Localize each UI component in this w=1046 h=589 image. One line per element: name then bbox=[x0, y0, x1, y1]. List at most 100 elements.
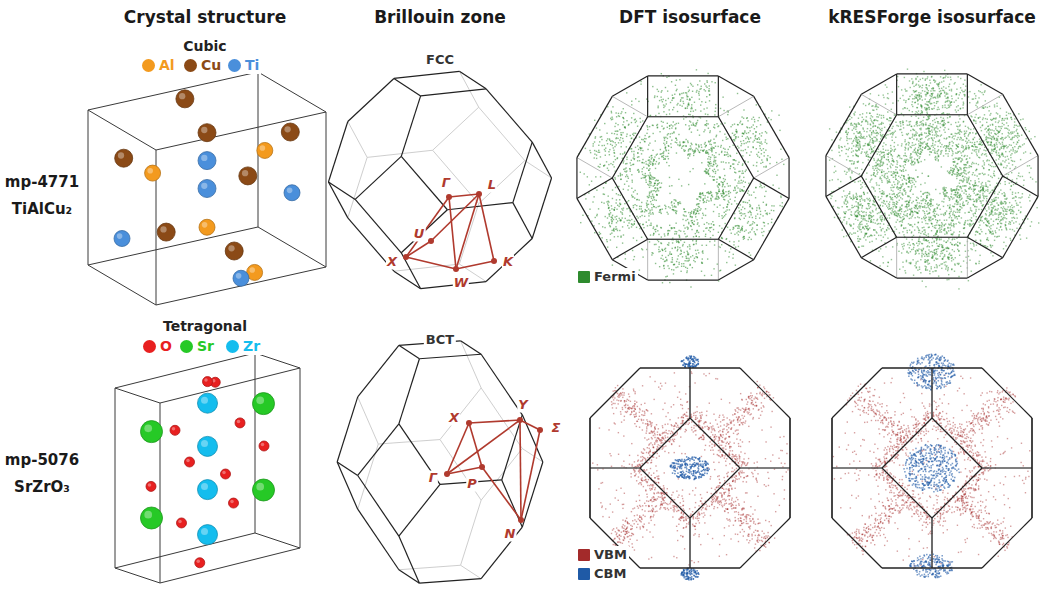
isosurface-point bbox=[614, 177, 615, 178]
isosurface-point bbox=[676, 142, 677, 143]
isosurface-point bbox=[703, 202, 704, 203]
isosurface-point bbox=[705, 208, 706, 209]
isosurface-point bbox=[611, 217, 612, 218]
isosurface-point bbox=[716, 195, 717, 196]
isosurface-point bbox=[651, 207, 652, 208]
zone-edge bbox=[394, 71, 459, 78]
zone-edge bbox=[328, 182, 347, 218]
isosurface-point bbox=[711, 275, 712, 276]
isosurface-point bbox=[693, 260, 694, 261]
isosurface-point bbox=[610, 163, 611, 164]
isosurface-point bbox=[717, 169, 718, 170]
isosurface-point bbox=[729, 209, 730, 210]
isosurface-point bbox=[601, 202, 602, 203]
isosurface-point bbox=[700, 104, 701, 105]
isosurface-point bbox=[722, 190, 723, 191]
isosurface-point bbox=[733, 241, 734, 242]
isosurface-point bbox=[663, 104, 664, 105]
isosurface-point bbox=[599, 232, 600, 233]
isosurface-point bbox=[593, 196, 594, 197]
isosurface-point bbox=[687, 99, 688, 100]
isosurface-point bbox=[616, 209, 617, 210]
isosurface-point bbox=[708, 88, 709, 89]
isosurface-point bbox=[632, 196, 633, 197]
isosurface-point bbox=[681, 97, 682, 98]
isosurface-point bbox=[694, 221, 695, 222]
isosurface-point bbox=[619, 230, 620, 231]
atom-sphere bbox=[176, 90, 194, 108]
isosurface-point bbox=[697, 149, 698, 150]
isosurface-point bbox=[667, 276, 668, 277]
isosurface-point bbox=[638, 217, 639, 218]
isosurface-point bbox=[759, 143, 760, 144]
isosurface-point bbox=[630, 165, 631, 166]
isosurface-point bbox=[585, 198, 586, 199]
isosurface-point bbox=[697, 208, 698, 209]
atom bbox=[198, 393, 218, 413]
isosurface-point bbox=[660, 187, 661, 188]
isosurface-point bbox=[761, 143, 762, 144]
atom-sphere bbox=[221, 469, 231, 479]
isosurface-point bbox=[648, 215, 649, 216]
hidden-zone-edge bbox=[348, 121, 367, 157]
isosurface-point bbox=[695, 250, 696, 251]
atom bbox=[281, 123, 299, 141]
k-path bbox=[449, 194, 479, 197]
isosurface-point bbox=[752, 141, 753, 142]
zone-edge bbox=[419, 579, 481, 583]
hidden-zone-edge bbox=[367, 150, 432, 157]
isosurface-point bbox=[607, 217, 608, 218]
atom-sphere bbox=[146, 481, 156, 491]
isosurface-point bbox=[682, 101, 683, 102]
isosurface-point bbox=[736, 232, 737, 233]
isosurface-point bbox=[619, 199, 620, 200]
isosurface-point bbox=[724, 181, 725, 182]
isosurface-point bbox=[669, 109, 670, 110]
isosurface-point bbox=[690, 148, 691, 149]
isosurface-point bbox=[673, 107, 674, 108]
isosurface-point bbox=[664, 205, 665, 206]
k-point bbox=[491, 258, 497, 264]
isosurface-point bbox=[647, 164, 648, 165]
isosurface-point bbox=[697, 120, 698, 121]
isosurface-point bbox=[721, 195, 722, 196]
isosurface-point bbox=[638, 101, 639, 102]
isosurface-point bbox=[633, 237, 634, 238]
isosurface-point bbox=[690, 145, 691, 146]
isosurface-point bbox=[667, 138, 668, 139]
isosurface-point bbox=[677, 250, 678, 251]
zone-edge bbox=[481, 354, 522, 415]
isosurface-point bbox=[657, 89, 658, 90]
atom bbox=[170, 425, 180, 435]
isosurface-point bbox=[736, 203, 737, 204]
isosurface-point bbox=[607, 246, 608, 247]
isosurface-point bbox=[604, 145, 605, 146]
isosurface-point bbox=[626, 174, 627, 175]
isosurface-point bbox=[695, 143, 696, 144]
isosurface-point bbox=[610, 212, 611, 213]
isosurface-point bbox=[623, 169, 624, 170]
isosurface-point bbox=[671, 261, 672, 262]
isosurface-point bbox=[713, 147, 714, 148]
isosurface-point bbox=[741, 180, 742, 181]
isosurface-point bbox=[652, 165, 653, 166]
isosurface-point bbox=[734, 140, 735, 141]
isosurface-point bbox=[676, 231, 677, 232]
isosurface-point bbox=[689, 120, 690, 121]
k-path bbox=[520, 420, 521, 520]
isosurface-point bbox=[663, 99, 664, 100]
isosurface-point bbox=[610, 118, 611, 119]
isosurface-point bbox=[748, 212, 749, 213]
atom bbox=[239, 167, 257, 185]
isosurface-point bbox=[706, 245, 707, 246]
isosurface-point bbox=[739, 190, 740, 191]
isosurface-point bbox=[715, 156, 716, 157]
atom bbox=[146, 481, 156, 491]
atom bbox=[259, 441, 269, 451]
isosurface-point bbox=[623, 189, 624, 190]
isosurface-point bbox=[611, 205, 612, 206]
isosurface-point bbox=[689, 214, 690, 215]
isosurface-point bbox=[723, 189, 724, 190]
isosurface-point bbox=[692, 255, 693, 256]
isosurface-point bbox=[631, 180, 632, 181]
